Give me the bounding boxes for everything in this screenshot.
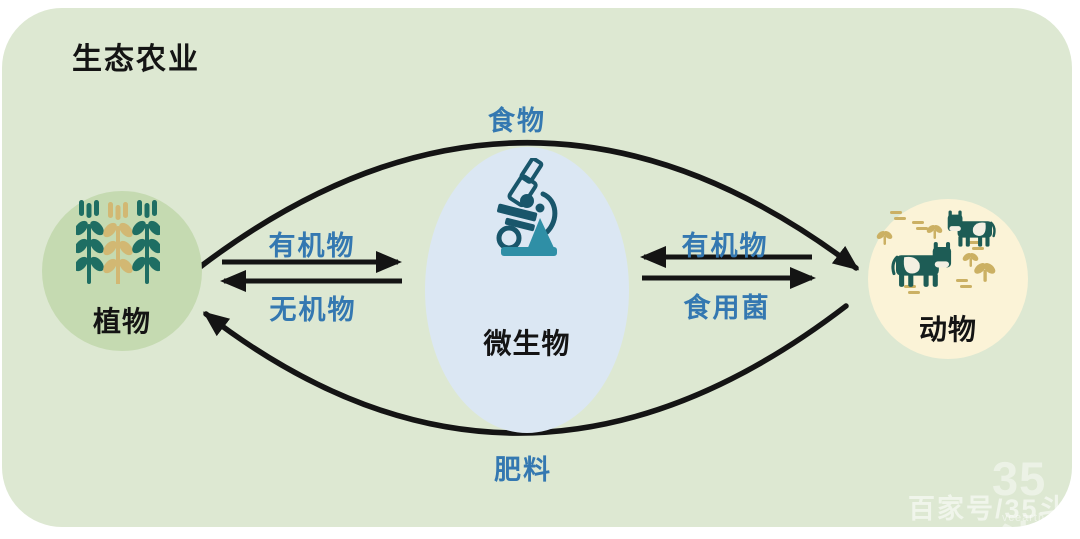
edible-fungi-label: 食用菌 xyxy=(683,293,771,323)
microscope-icon xyxy=(483,156,571,263)
fertilizer-flow-arrow xyxy=(202,303,849,436)
plant-node-label: 植物 xyxy=(92,306,151,337)
animal-node-label: 动物 xyxy=(918,314,977,345)
watermark-logo: 35斗 xyxy=(992,452,1047,539)
microbe-node: 微生物 xyxy=(425,147,629,433)
animal-node: 动物 xyxy=(868,199,1028,359)
organic-left-label: 有机物 xyxy=(268,231,356,261)
inorganic-label: 无机物 xyxy=(269,295,357,325)
cow-icon xyxy=(872,205,1007,302)
watermark-site: vcearth.com xyxy=(1002,512,1073,524)
fertilizer-label: 肥料 xyxy=(494,455,552,485)
watermark-byline: 百家号/35斗 xyxy=(908,494,1068,524)
food-flow-arrow xyxy=(197,140,860,271)
food-label: 食物 xyxy=(488,106,546,136)
plant-node: 植物 xyxy=(42,191,202,351)
wheat-icon xyxy=(71,198,165,289)
microbe-node-label: 微生物 xyxy=(483,328,571,359)
organic-right-label: 有机物 xyxy=(681,231,769,261)
diagram-title: 生态农业 xyxy=(72,43,200,76)
